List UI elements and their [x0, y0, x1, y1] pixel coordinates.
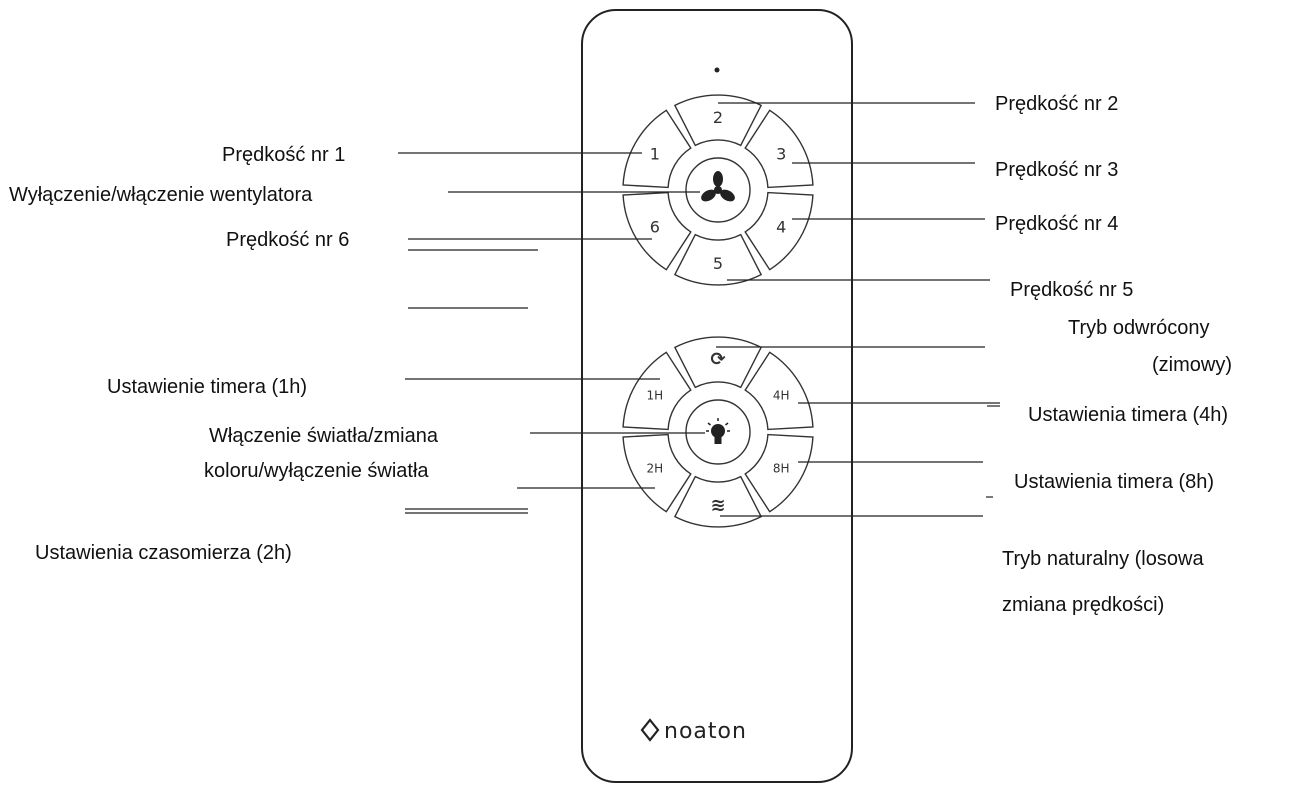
logo-text: noaton — [664, 719, 747, 744]
label-natural-2: zmiana prędkości) — [1002, 594, 1164, 616]
speed-button-label-3: 3 — [776, 145, 786, 164]
speed-button-label-1: 1 — [650, 145, 660, 164]
label-timer2h: Ustawienia czasomierza (2h) — [35, 542, 292, 564]
fan-icon — [701, 171, 735, 202]
fan-button-cluster: 2 3 4 5 6 1 — [622, 94, 814, 286]
timer-button-1h[interactable] — [622, 351, 692, 431]
wind-icon: ≋ — [710, 495, 725, 516]
label-speed2: Prędkość nr 2 — [995, 93, 1118, 115]
label-speed5: Prędkość nr 5 — [1010, 279, 1133, 301]
logo-mark-icon — [640, 718, 660, 742]
timer-button-cluster: ⟳ 4H 8H ≋ 2H 1H — [622, 336, 814, 528]
speed-button-6[interactable] — [622, 191, 692, 271]
timer-button-8h[interactable] — [744, 433, 814, 513]
timer-button-label-4h: 4H — [773, 389, 790, 403]
label-natural-1: Tryb naturalny (losowa — [1002, 548, 1204, 570]
light-bulb-icon — [706, 418, 730, 444]
brand-logo: noaton — [640, 718, 747, 744]
speed-button-1[interactable] — [622, 109, 692, 189]
speed-button-2[interactable] — [673, 94, 763, 147]
speed-button-label-4: 4 — [776, 218, 786, 237]
callout-labels: Prędkość nr 1 Prędkość nr 2 Prędkość nr … — [9, 93, 1232, 616]
timer-button-label-8h: 8H — [773, 462, 790, 476]
timer-button-label-1h: 1H — [646, 389, 663, 403]
speed-button-label-6: 6 — [650, 218, 660, 237]
label-speed1: Prędkość nr 1 — [222, 144, 345, 166]
label-speed4: Prędkość nr 4 — [995, 213, 1118, 235]
speed-button-label-2: 2 — [713, 108, 723, 127]
leader-lines — [398, 102, 1000, 517]
timer-button-4h[interactable] — [744, 351, 814, 431]
label-reverse-2: (zimowy) — [1152, 354, 1232, 376]
speed-button-label-5: 5 — [713, 254, 723, 273]
label-speed6: Prędkość nr 6 — [226, 229, 349, 251]
label-fan-toggle: Wyłączenie/włączenie wentylatora — [9, 184, 313, 206]
indicator-led — [714, 67, 720, 73]
speed-button-5[interactable] — [673, 233, 763, 286]
label-speed3: Prędkość nr 3 — [995, 159, 1118, 181]
label-light-2: koloru/wyłączenie światła — [204, 460, 429, 482]
label-light-1: Włączenie światła/zmiana — [209, 425, 439, 447]
label-timer8h: Ustawienia timera (8h) — [1014, 471, 1214, 493]
reverse-icon: ⟳ — [710, 349, 725, 370]
timer-button-label-2h: 2H — [646, 462, 663, 476]
timer-button-2h[interactable] — [622, 433, 692, 513]
speed-button-3[interactable] — [744, 109, 814, 189]
label-timer1h: Ustawienie timera (1h) — [107, 376, 307, 398]
label-reverse-1: Tryb odwrócony — [1068, 317, 1210, 339]
label-timer4h: Ustawienia timera (4h) — [1028, 404, 1228, 426]
natural-mode-button[interactable] — [673, 475, 763, 528]
